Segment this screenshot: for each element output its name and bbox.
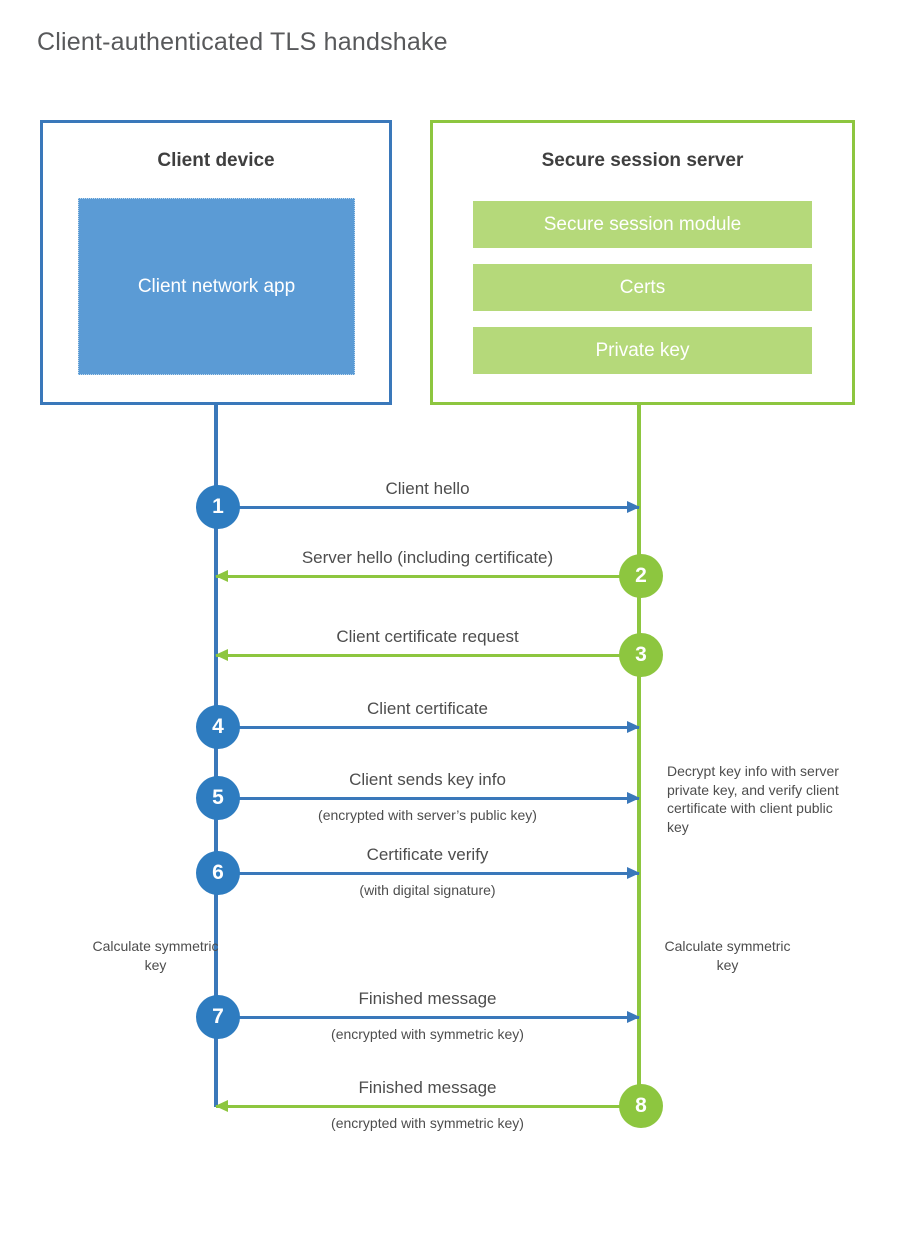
- secure-session-server-title: Secure session server: [541, 150, 744, 171]
- message-label-8: Finished message: [358, 1078, 497, 1097]
- message-label-6: Certificate verify: [366, 845, 489, 864]
- arrow-5: [216, 792, 640, 804]
- message-label-7: Finished message: [358, 989, 497, 1008]
- arrow-head-right-icon: [627, 792, 640, 804]
- arrow-6: [216, 867, 640, 879]
- client-lifeline: [214, 405, 218, 1107]
- arrow-head-right-icon: [627, 1011, 640, 1023]
- note-calculate-symmetric-key-server: Calculate symmetric key: [664, 938, 791, 973]
- note-server-decrypt: Decrypt key info with server private key…: [667, 763, 839, 835]
- secure-session-server-box: Secure session server Secure session mod…: [430, 120, 855, 405]
- message-sublabel-8: (encrypted with symmetric key): [331, 1115, 524, 1131]
- arrow-head-left-icon: [215, 649, 228, 661]
- server-bar-secure-session-module: Secure session module: [473, 201, 812, 248]
- step-marker-4: 4: [196, 705, 240, 749]
- message-sublabel-6: (with digital signature): [359, 882, 496, 898]
- step-marker-8: 8: [619, 1084, 663, 1128]
- step-marker-7: 7: [196, 995, 240, 1039]
- message-label-1: Client hello: [385, 479, 470, 498]
- message-sublabel-7: (encrypted with symmetric key): [331, 1026, 524, 1042]
- step-marker-1: 1: [196, 485, 240, 529]
- step-marker-2: 2: [619, 554, 663, 598]
- note-calculate-symmetric-key-client: Calculate symmetric key: [92, 938, 219, 973]
- message-label-5: Client sends key info: [349, 770, 506, 789]
- arrow-head-left-icon: [215, 570, 228, 582]
- client-device-box: Client device Client network app: [40, 120, 392, 405]
- arrow-head-right-icon: [627, 867, 640, 879]
- message-sublabel-5: (encrypted with server’s public key): [318, 807, 537, 823]
- client-device-title: Client device: [157, 150, 275, 171]
- arrow-2: [215, 570, 639, 582]
- step-marker-5: 5: [196, 776, 240, 820]
- arrow-1: [216, 501, 640, 513]
- message-label-3: Client certificate request: [336, 627, 519, 646]
- step-marker-6: 6: [196, 851, 240, 895]
- arrow-head-right-icon: [627, 721, 640, 733]
- arrow-head-left-icon: [215, 1100, 228, 1112]
- server-lifeline: [637, 405, 641, 1107]
- page-title: Client-authenticated TLS handshake: [37, 28, 448, 56]
- server-bar-private-key: Private key: [473, 327, 812, 374]
- message-label-4: Client certificate: [367, 699, 488, 718]
- step-marker-3: 3: [619, 633, 663, 677]
- arrow-8: [215, 1100, 639, 1112]
- arrow-4: [216, 721, 640, 733]
- arrow-7: [216, 1011, 640, 1023]
- client-network-app-box: Client network app: [78, 198, 355, 375]
- arrow-head-right-icon: [627, 501, 640, 513]
- arrow-3: [215, 649, 639, 661]
- message-label-2: Server hello (including certificate): [301, 548, 554, 567]
- server-bar-certs: Certs: [473, 264, 812, 311]
